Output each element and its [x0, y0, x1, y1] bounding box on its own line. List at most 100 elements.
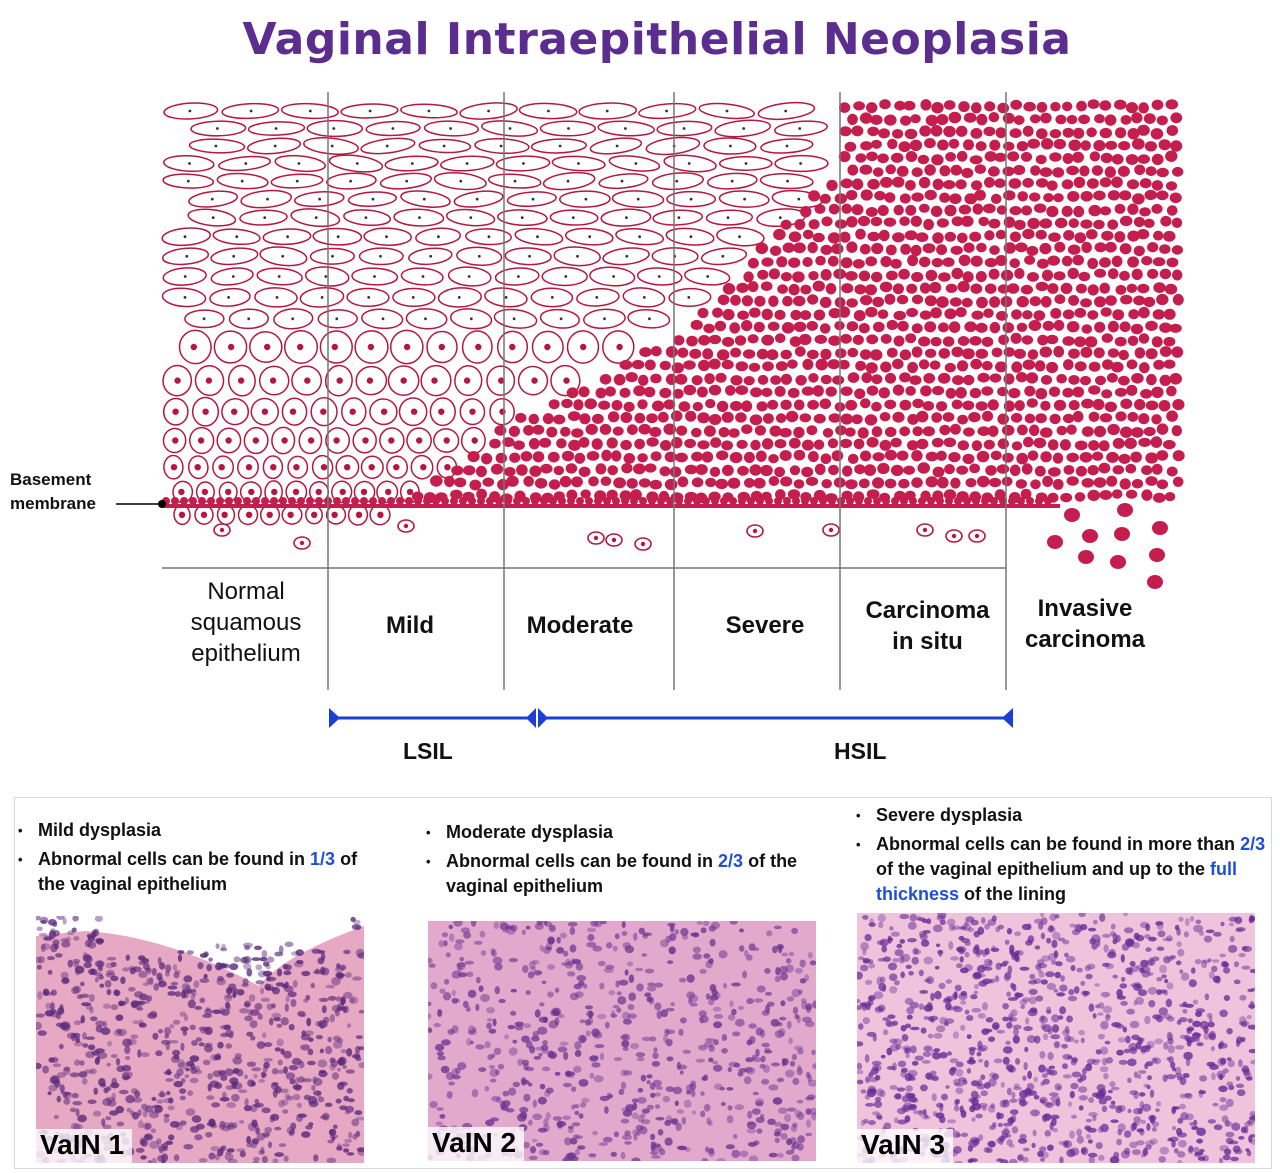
dysplastic-cell	[1068, 295, 1080, 306]
dysplastic-cell	[1131, 478, 1144, 489]
dysplastic-cell	[1062, 101, 1073, 112]
dysplastic-cell	[948, 452, 961, 463]
cell-nucleus	[336, 235, 340, 239]
nucleus-blot	[1191, 1125, 1199, 1131]
nucleus-blot	[50, 943, 58, 953]
dysplastic-cell	[1046, 334, 1059, 345]
dysplastic-cell	[529, 465, 542, 477]
dysplastic-cell	[832, 375, 845, 385]
nucleus-blot	[773, 925, 782, 930]
nucleus-blot	[864, 1094, 871, 1100]
nucleus-blot	[1045, 1102, 1054, 1109]
dysplastic-cell	[1163, 359, 1176, 369]
basal-cell	[747, 497, 755, 505]
dysplastic-cell	[838, 151, 851, 163]
nucleus-blot	[731, 1149, 741, 1158]
dysplastic-cell	[1172, 293, 1184, 306]
dysplastic-cell	[996, 205, 1008, 215]
nucleus-blot	[187, 1090, 194, 1096]
nucleus-blot	[331, 976, 341, 986]
basal-cell	[432, 497, 440, 505]
cell-nucleus	[320, 296, 324, 299]
nucleus-blot	[1129, 1141, 1138, 1149]
dysplastic-cell	[644, 359, 656, 371]
stage-cis-line2: in situ	[892, 628, 963, 655]
dysplastic-cell	[737, 310, 749, 320]
cell-nucleus	[576, 254, 579, 258]
dysplastic-cell	[1134, 399, 1146, 411]
nucleus-blot	[1006, 928, 1013, 935]
nucleus-blot	[1185, 1058, 1191, 1067]
dysplastic-cell	[957, 414, 968, 425]
nucleus-blot	[1133, 1000, 1138, 1006]
nucleus-blot	[94, 1057, 100, 1065]
nucleus-blot	[133, 991, 144, 998]
panel-2-bullet-1: Moderate dysplasia	[422, 820, 817, 845]
dysplastic-cell	[1039, 218, 1053, 229]
nucleus-blot	[183, 975, 193, 983]
nucleus-blot	[1101, 1105, 1108, 1113]
nucleus-blot	[727, 1066, 732, 1073]
nucleus-blot	[766, 1001, 775, 1007]
nucleus-blot	[285, 995, 290, 1003]
nucleus-blot	[246, 1143, 253, 1148]
cell-nucleus	[248, 488, 255, 496]
nucleus-blot	[313, 1077, 323, 1086]
dysplastic-cell	[1112, 309, 1125, 321]
dysplastic-cell	[482, 477, 495, 487]
nucleus-blot	[610, 1013, 618, 1018]
nucleus-blot	[1133, 1107, 1143, 1115]
nucleus-blot	[462, 1000, 469, 1008]
dysplastic-cell	[643, 386, 656, 398]
nucleus-blot	[923, 1004, 933, 1012]
dysplastic-cell	[802, 229, 814, 240]
dysplastic-cell	[989, 139, 1001, 151]
nucleus-blot	[113, 989, 120, 996]
nucleus-blot	[1010, 1009, 1018, 1017]
dysplastic-cell	[995, 127, 1007, 139]
nucleus-blot	[780, 1000, 786, 1007]
nucleus-blot	[528, 960, 536, 969]
cell-nucleus	[216, 127, 219, 130]
nucleus-blot	[982, 949, 987, 957]
dysplastic-cell	[855, 360, 866, 371]
dysplastic-cell	[1052, 452, 1064, 464]
dysplastic-cell	[898, 478, 910, 489]
nucleus-blot	[208, 1152, 216, 1160]
dysplastic-cell	[553, 465, 565, 476]
dysplastic-cell	[1061, 179, 1074, 190]
nucleus-blot	[1100, 1123, 1109, 1133]
nucleus-blot	[785, 1149, 795, 1155]
nucleus-blot	[780, 1132, 788, 1140]
nucleus-blot	[921, 918, 928, 924]
nucleus-blot	[1156, 946, 1165, 951]
nucleus-blot	[877, 957, 886, 962]
nucleus-blot	[686, 1090, 692, 1095]
nucleus-blot	[1151, 1127, 1157, 1132]
dysplastic-cell	[1029, 424, 1040, 437]
nucleus-blot	[791, 988, 801, 998]
nucleus-blot	[1116, 995, 1126, 1000]
nucleus-blot	[903, 1047, 909, 1054]
nucleus-blot	[80, 1015, 85, 1024]
nucleus-blot	[1227, 1060, 1235, 1068]
nucleus-blot	[1247, 1024, 1255, 1030]
nucleus-blot	[283, 1066, 288, 1074]
dysplastic-cell	[1054, 217, 1068, 229]
dysplastic-cell	[834, 193, 847, 205]
nucleus-blot	[581, 1097, 590, 1104]
cell-nucleus	[477, 254, 481, 258]
dysplastic-cell	[1138, 102, 1149, 114]
cell-nucleus	[444, 464, 451, 471]
dysplastic-cell	[1106, 475, 1118, 487]
dysplastic-cell	[1053, 399, 1067, 411]
dysplastic-cell	[649, 426, 662, 438]
nucleus-blot	[327, 1036, 333, 1043]
nucleus-blot	[1191, 1032, 1201, 1040]
nucleus-blot	[1194, 1151, 1204, 1156]
dysplastic-cell	[748, 362, 761, 372]
dysplastic-cell	[938, 272, 951, 282]
nucleus-blot	[901, 1095, 910, 1103]
cell-nucleus	[174, 377, 181, 384]
cell-nucleus	[499, 144, 503, 148]
